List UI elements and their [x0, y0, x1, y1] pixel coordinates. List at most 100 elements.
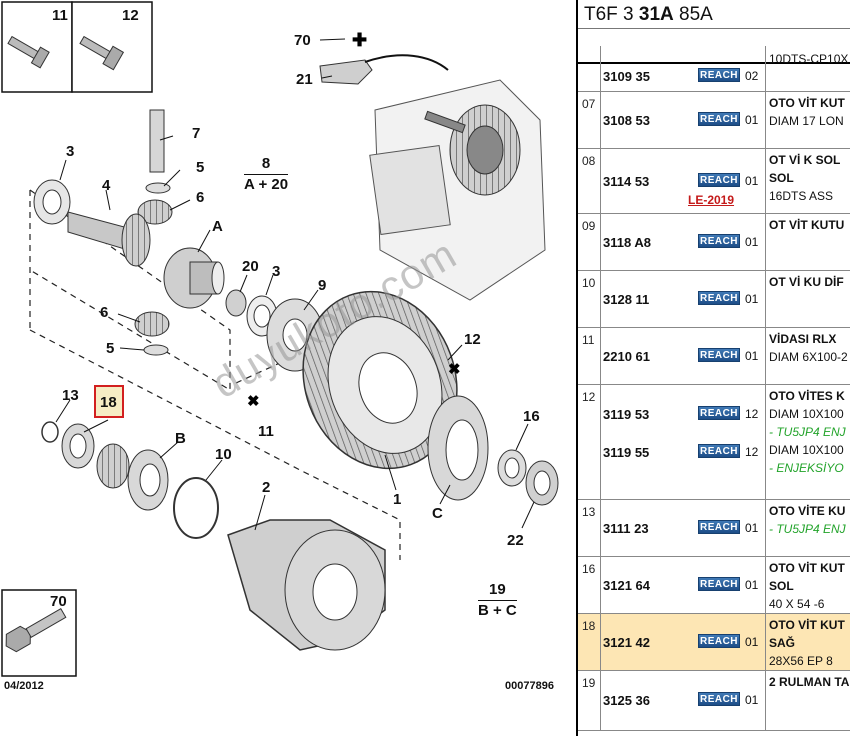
- part-reference[interactable]: 3114 53: [603, 174, 650, 189]
- part-reference[interactable]: 3128 11: [603, 292, 650, 307]
- le-note-link[interactable]: LE-2019: [688, 193, 735, 207]
- reach-badge[interactable]: REACH: [698, 444, 740, 458]
- part-shaft-gear-4[interactable]: [67, 211, 151, 267]
- reach-badge[interactable]: REACH: [698, 112, 740, 126]
- svg-text:✖: ✖: [448, 361, 461, 378]
- box-screw-11[interactable]: [1, 1, 73, 93]
- parts-diagram: ✚ ✖ ✖: [1, 1, 559, 692]
- part-reference[interactable]: 3119 53: [603, 407, 650, 422]
- part-bracket-21[interactable]: [319, 59, 373, 85]
- part-gear-6-top[interactable]: [137, 199, 173, 225]
- label-3-left: 3: [66, 143, 75, 160]
- callout-highlight-18[interactable]: [94, 385, 124, 418]
- part-reference[interactable]: 3118 A8: [603, 235, 651, 250]
- column-divider: [765, 46, 766, 91]
- reach-badge[interactable]: REACH: [698, 348, 740, 362]
- reach-badge[interactable]: REACH: [698, 173, 740, 187]
- label-18: 18: [100, 394, 117, 411]
- reach-badge[interactable]: REACH: [698, 234, 740, 248]
- part-reference-line[interactable]: 3128 11 REACH 01: [600, 290, 765, 310]
- exploded-view-drawing: ✚ ✖ ✖: [1, 1, 559, 677]
- part-gear-6-mid[interactable]: [134, 311, 170, 337]
- description-line: 28X56 EP 8: [769, 654, 833, 668]
- quantity: 12: [745, 445, 759, 459]
- part-washer-5-top[interactable]: [145, 182, 171, 194]
- part-circlip-13[interactable]: [41, 421, 59, 443]
- part-reference[interactable]: 3108 53: [603, 113, 650, 128]
- item-number: 11: [582, 333, 595, 347]
- reference-19-bottom: B + C: [478, 601, 517, 619]
- part-gear-speed[interactable]: [96, 443, 130, 489]
- part-pin-7[interactable]: [149, 109, 165, 173]
- reach-badge[interactable]: REACH: [698, 577, 740, 591]
- part-ring-gear-1[interactable]: [279, 270, 482, 490]
- box-screw-70[interactable]: [1, 589, 77, 677]
- reach-badge[interactable]: REACH: [698, 692, 740, 706]
- transmission-unit[interactable]: [369, 79, 546, 301]
- description-line: OT VİT KUTU: [769, 218, 845, 232]
- part-reference[interactable]: 3125 36: [603, 693, 650, 708]
- reach-badge[interactable]: REACH: [698, 291, 740, 305]
- part-bearing-18[interactable]: [61, 423, 95, 469]
- label-4: 4: [102, 177, 111, 194]
- part-reference[interactable]: 3121 42: [603, 635, 650, 650]
- part-reference-line[interactable]: 2210 61 REACH 01: [600, 347, 765, 367]
- part-diff-case-A[interactable]: [163, 247, 225, 309]
- svg-text:✚: ✚: [352, 30, 367, 50]
- part-reference[interactable]: 2210 61: [603, 349, 650, 364]
- panel-title: T6F 3 31A 85A: [584, 4, 713, 25]
- quantity: 01: [745, 235, 759, 249]
- part-reference-line[interactable]: 3108 53 REACH 01: [600, 111, 765, 131]
- part-reference[interactable]: 3111 23: [603, 521, 649, 536]
- label-7: 7: [192, 125, 201, 142]
- part-ring-10[interactable]: [173, 477, 219, 539]
- reach-badge[interactable]: REACH: [698, 520, 740, 534]
- part-reference[interactable]: 3119 55: [603, 445, 650, 460]
- part-reference-line[interactable]: 3118 A8 REACH 01: [600, 233, 765, 253]
- box-screw-12[interactable]: [71, 1, 153, 93]
- quantity: 01: [745, 349, 759, 363]
- reach-badge[interactable]: REACH: [698, 406, 740, 420]
- part-reference[interactable]: 3121 64: [603, 578, 650, 593]
- column-divider: [765, 149, 766, 213]
- item-number-cell: 19: [578, 671, 601, 730]
- part-bearing-B[interactable]: [127, 449, 169, 511]
- label-6-mid: 6: [100, 304, 109, 321]
- part-reference-line[interactable]: 3119 55 REACH 12: [600, 443, 765, 463]
- part-reference[interactable]: 3109 35: [603, 69, 650, 84]
- table-header: [578, 28, 850, 64]
- quantity: 01: [745, 292, 759, 306]
- column-divider: [765, 271, 766, 327]
- item-number-cell: 13: [578, 500, 601, 556]
- description-line: 40 X 54 -6: [769, 597, 825, 611]
- part-bearing-20[interactable]: [225, 289, 247, 317]
- part-bearing-C[interactable]: [427, 395, 489, 501]
- quantity: 01: [745, 113, 759, 127]
- reach-badge[interactable]: REACH: [698, 68, 740, 82]
- description-line: DIAM 6X100-2: [769, 350, 848, 364]
- label-10: 10: [215, 446, 232, 463]
- item-number-cell: 07: [578, 92, 601, 148]
- part-washer-5-mid[interactable]: [143, 344, 169, 356]
- part-housing-2[interactable]: [227, 519, 386, 651]
- item-number: 18: [582, 619, 596, 633]
- reach-badge[interactable]: REACH: [698, 634, 740, 648]
